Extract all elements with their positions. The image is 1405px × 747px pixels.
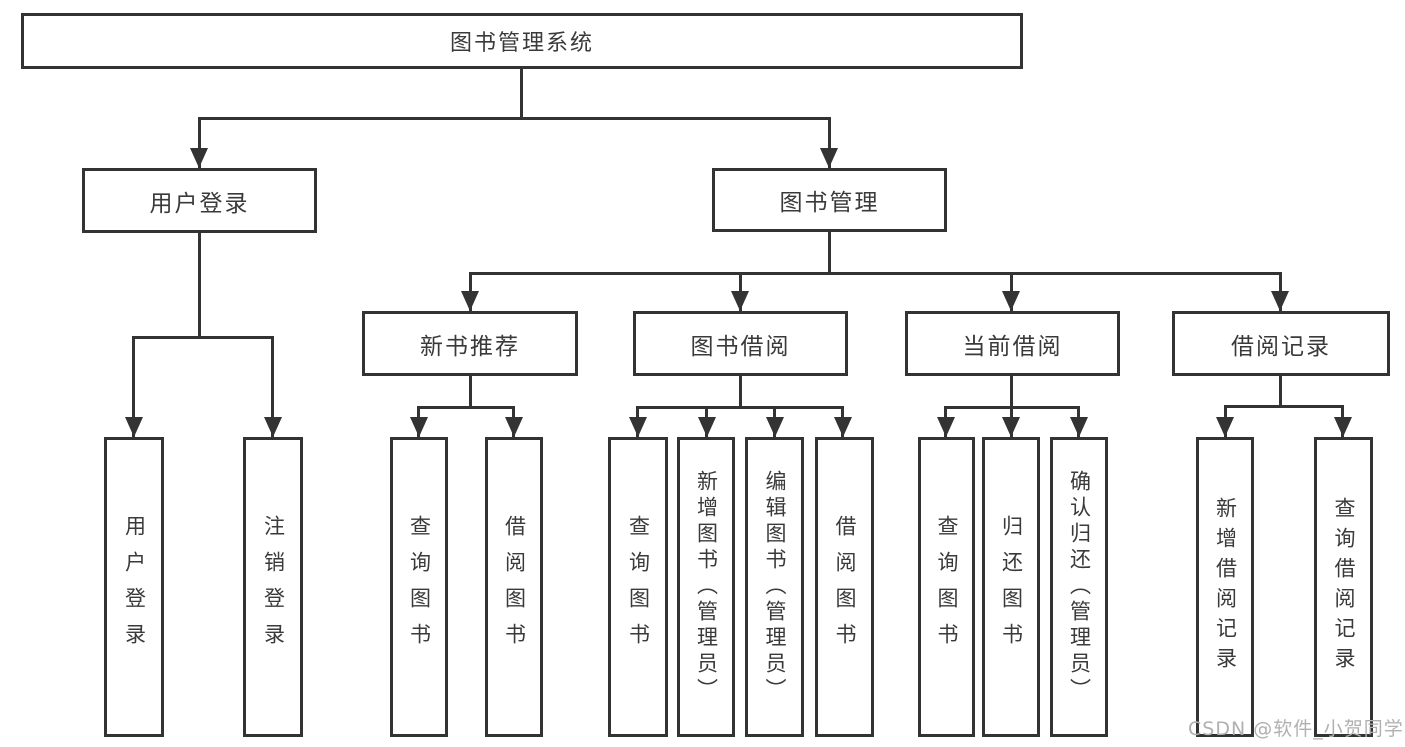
node-current-borrowing-label: 当前借阅 [962, 333, 1063, 360]
leaf-user-login: 用户登录 [104, 437, 164, 737]
node-new-book-recommend-label: 新书推荐 [420, 333, 520, 360]
arrow-into-nb-query [410, 417, 428, 437]
node-new-book-recommend: 新书推荐 [362, 311, 578, 376]
leaf-records-add-record: 新增借阅记录 [1196, 437, 1254, 737]
arrow-into-new-book [461, 291, 479, 311]
arrow-into-leaf-user-login [125, 417, 143, 437]
node-root-label: 图书管理系统 [449, 31, 594, 56]
leaf-borrow-edit-books-admin: 编辑图书（管理员） [745, 437, 804, 737]
connector-level3-rail [469, 272, 1282, 275]
arrow-into-cb-confirm [1070, 417, 1088, 437]
connector-borrow-stub [739, 376, 742, 406]
connector-userlogin-rail [132, 336, 274, 339]
connector-borrow-rail [636, 406, 844, 409]
connector-level2-rail [198, 117, 831, 120]
arrow-into-bb-add [698, 417, 716, 437]
node-book-management-branch: 图书管理 [712, 168, 947, 232]
node-user-login-branch-label: 用户登录 [149, 190, 250, 217]
arrow-into-bb-borrow [834, 417, 852, 437]
leaf-borrow-add-books-admin: 新增图书（管理员） [677, 437, 735, 737]
csdn-watermark: CSDN @软件_小贺同学 [1188, 718, 1404, 740]
leaf-borrow-borrow-books: 借阅图书 [815, 437, 874, 737]
arrow-into-cb-query [937, 417, 955, 437]
leaf-current-query-books: 查询图书 [918, 437, 975, 737]
arrow-into-leaf-logout [264, 417, 282, 437]
leaf-borrow-query-books: 查询图书 [608, 437, 668, 737]
node-root-system: 图书管理系统 [21, 13, 1023, 69]
node-book-management-branch-label: 图书管理 [779, 190, 880, 216]
arrow-into-cb-return [1002, 417, 1020, 437]
connector-stem-leaf-logout [271, 336, 274, 437]
arrow-into-borrow-records [1271, 291, 1289, 311]
connector-records-stub [1279, 376, 1282, 405]
arrow-into-current-borrow [1002, 291, 1020, 311]
arrow-into-rec-add [1216, 417, 1234, 437]
leaf-current-return-books: 归还图书 [982, 437, 1040, 737]
leaf-newbook-borrow-books: 借阅图书 [485, 437, 543, 737]
node-book-borrowing: 图书借阅 [633, 311, 848, 376]
leaf-current-confirm-return-admin: 确认归还（管理员） [1050, 437, 1108, 737]
leaf-logout: 注销登录 [243, 437, 303, 737]
arrow-into-rec-query [1334, 417, 1352, 437]
node-user-login-branch: 用户登录 [82, 168, 317, 233]
connector-userlogin-stub [198, 233, 201, 336]
node-current-borrowing: 当前借阅 [905, 311, 1120, 376]
connector-stem-book-mgmt [828, 117, 831, 168]
arrow-into-bb-edit [766, 417, 784, 437]
connector-records-rail [1224, 405, 1344, 408]
arrow-into-bb-query [629, 417, 647, 437]
connector-stem-leaf-user-login [132, 336, 135, 437]
leaf-records-query-record: 查询借阅记录 [1314, 437, 1373, 737]
node-book-borrowing-label: 图书借阅 [690, 333, 791, 360]
connector-newbook-stub [469, 376, 472, 406]
arrow-into-book-mgmt [820, 148, 838, 168]
connector-current-stub [1010, 376, 1013, 406]
node-borrowing-records-label: 借阅记录 [1231, 333, 1331, 360]
connector-root-stub [520, 69, 523, 119]
arrow-into-book-borrow [731, 291, 749, 311]
connector-bookmgmt-stub [828, 232, 831, 272]
leaf-newbook-query-books: 查询图书 [390, 437, 448, 737]
arrow-into-nb-borrow [505, 417, 523, 437]
connector-newbook-rail [417, 406, 515, 409]
connector-stem-user-login [198, 117, 201, 168]
arrow-into-user-login [190, 148, 208, 168]
node-borrowing-records: 借阅记录 [1172, 311, 1390, 376]
